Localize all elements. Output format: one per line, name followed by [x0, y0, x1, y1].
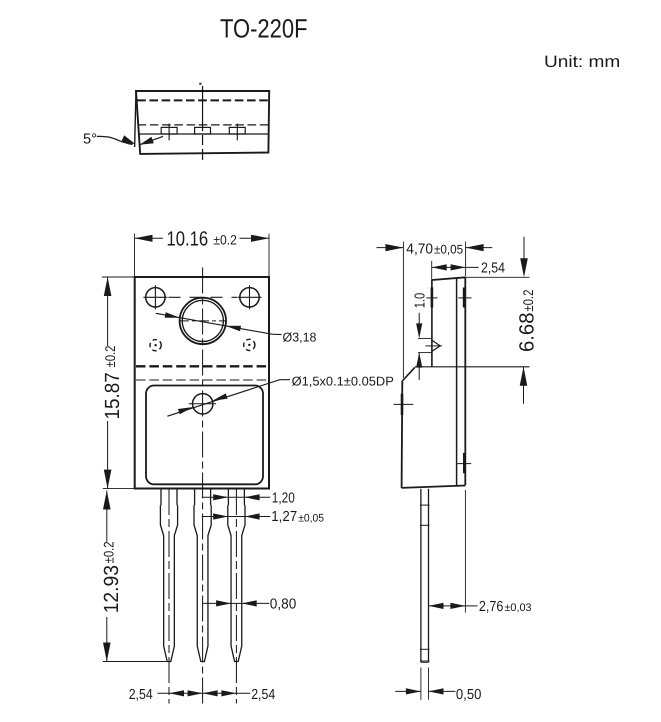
svg-text:6.68: 6.68: [516, 313, 539, 353]
svg-text:1.0: 1.0: [413, 293, 429, 309]
svg-text:Ø3,18: Ø3,18: [283, 329, 317, 344]
svg-text:2,54: 2,54: [481, 260, 505, 276]
svg-text:12.93: 12.93: [100, 565, 123, 613]
svg-text:2,54: 2,54: [129, 687, 153, 703]
svg-text:±0.2: ±0.2: [520, 289, 536, 311]
svg-text:±0,05: ±0,05: [298, 513, 324, 525]
svg-text:TO-220F: TO-220F: [220, 14, 308, 44]
svg-text:±0.2: ±0.2: [213, 232, 237, 247]
svg-text:10.16: 10.16: [167, 227, 209, 250]
svg-text:0,50: 0,50: [456, 687, 482, 703]
svg-text:4,70: 4,70: [406, 241, 433, 257]
svg-text:1,20: 1,20: [272, 491, 295, 507]
svg-text:Unit: mm: Unit: mm: [544, 53, 620, 71]
svg-text:2,54: 2,54: [251, 687, 275, 703]
svg-text:5°: 5°: [83, 132, 97, 148]
svg-text:±0.2: ±0.2: [102, 345, 118, 367]
svg-text:15.87: 15.87: [101, 372, 124, 419]
svg-text:±0,05: ±0,05: [434, 242, 463, 256]
svg-text:0,80: 0,80: [270, 597, 297, 613]
svg-text:Ø1,5x0.1±0.05DP: Ø1,5x0.1±0.05DP: [292, 374, 394, 389]
svg-text:±0,03: ±0,03: [505, 602, 532, 614]
svg-text:±0.2: ±0.2: [101, 541, 117, 563]
svg-text:2,76: 2,76: [479, 599, 504, 615]
svg-text:1,27: 1,27: [271, 509, 297, 525]
